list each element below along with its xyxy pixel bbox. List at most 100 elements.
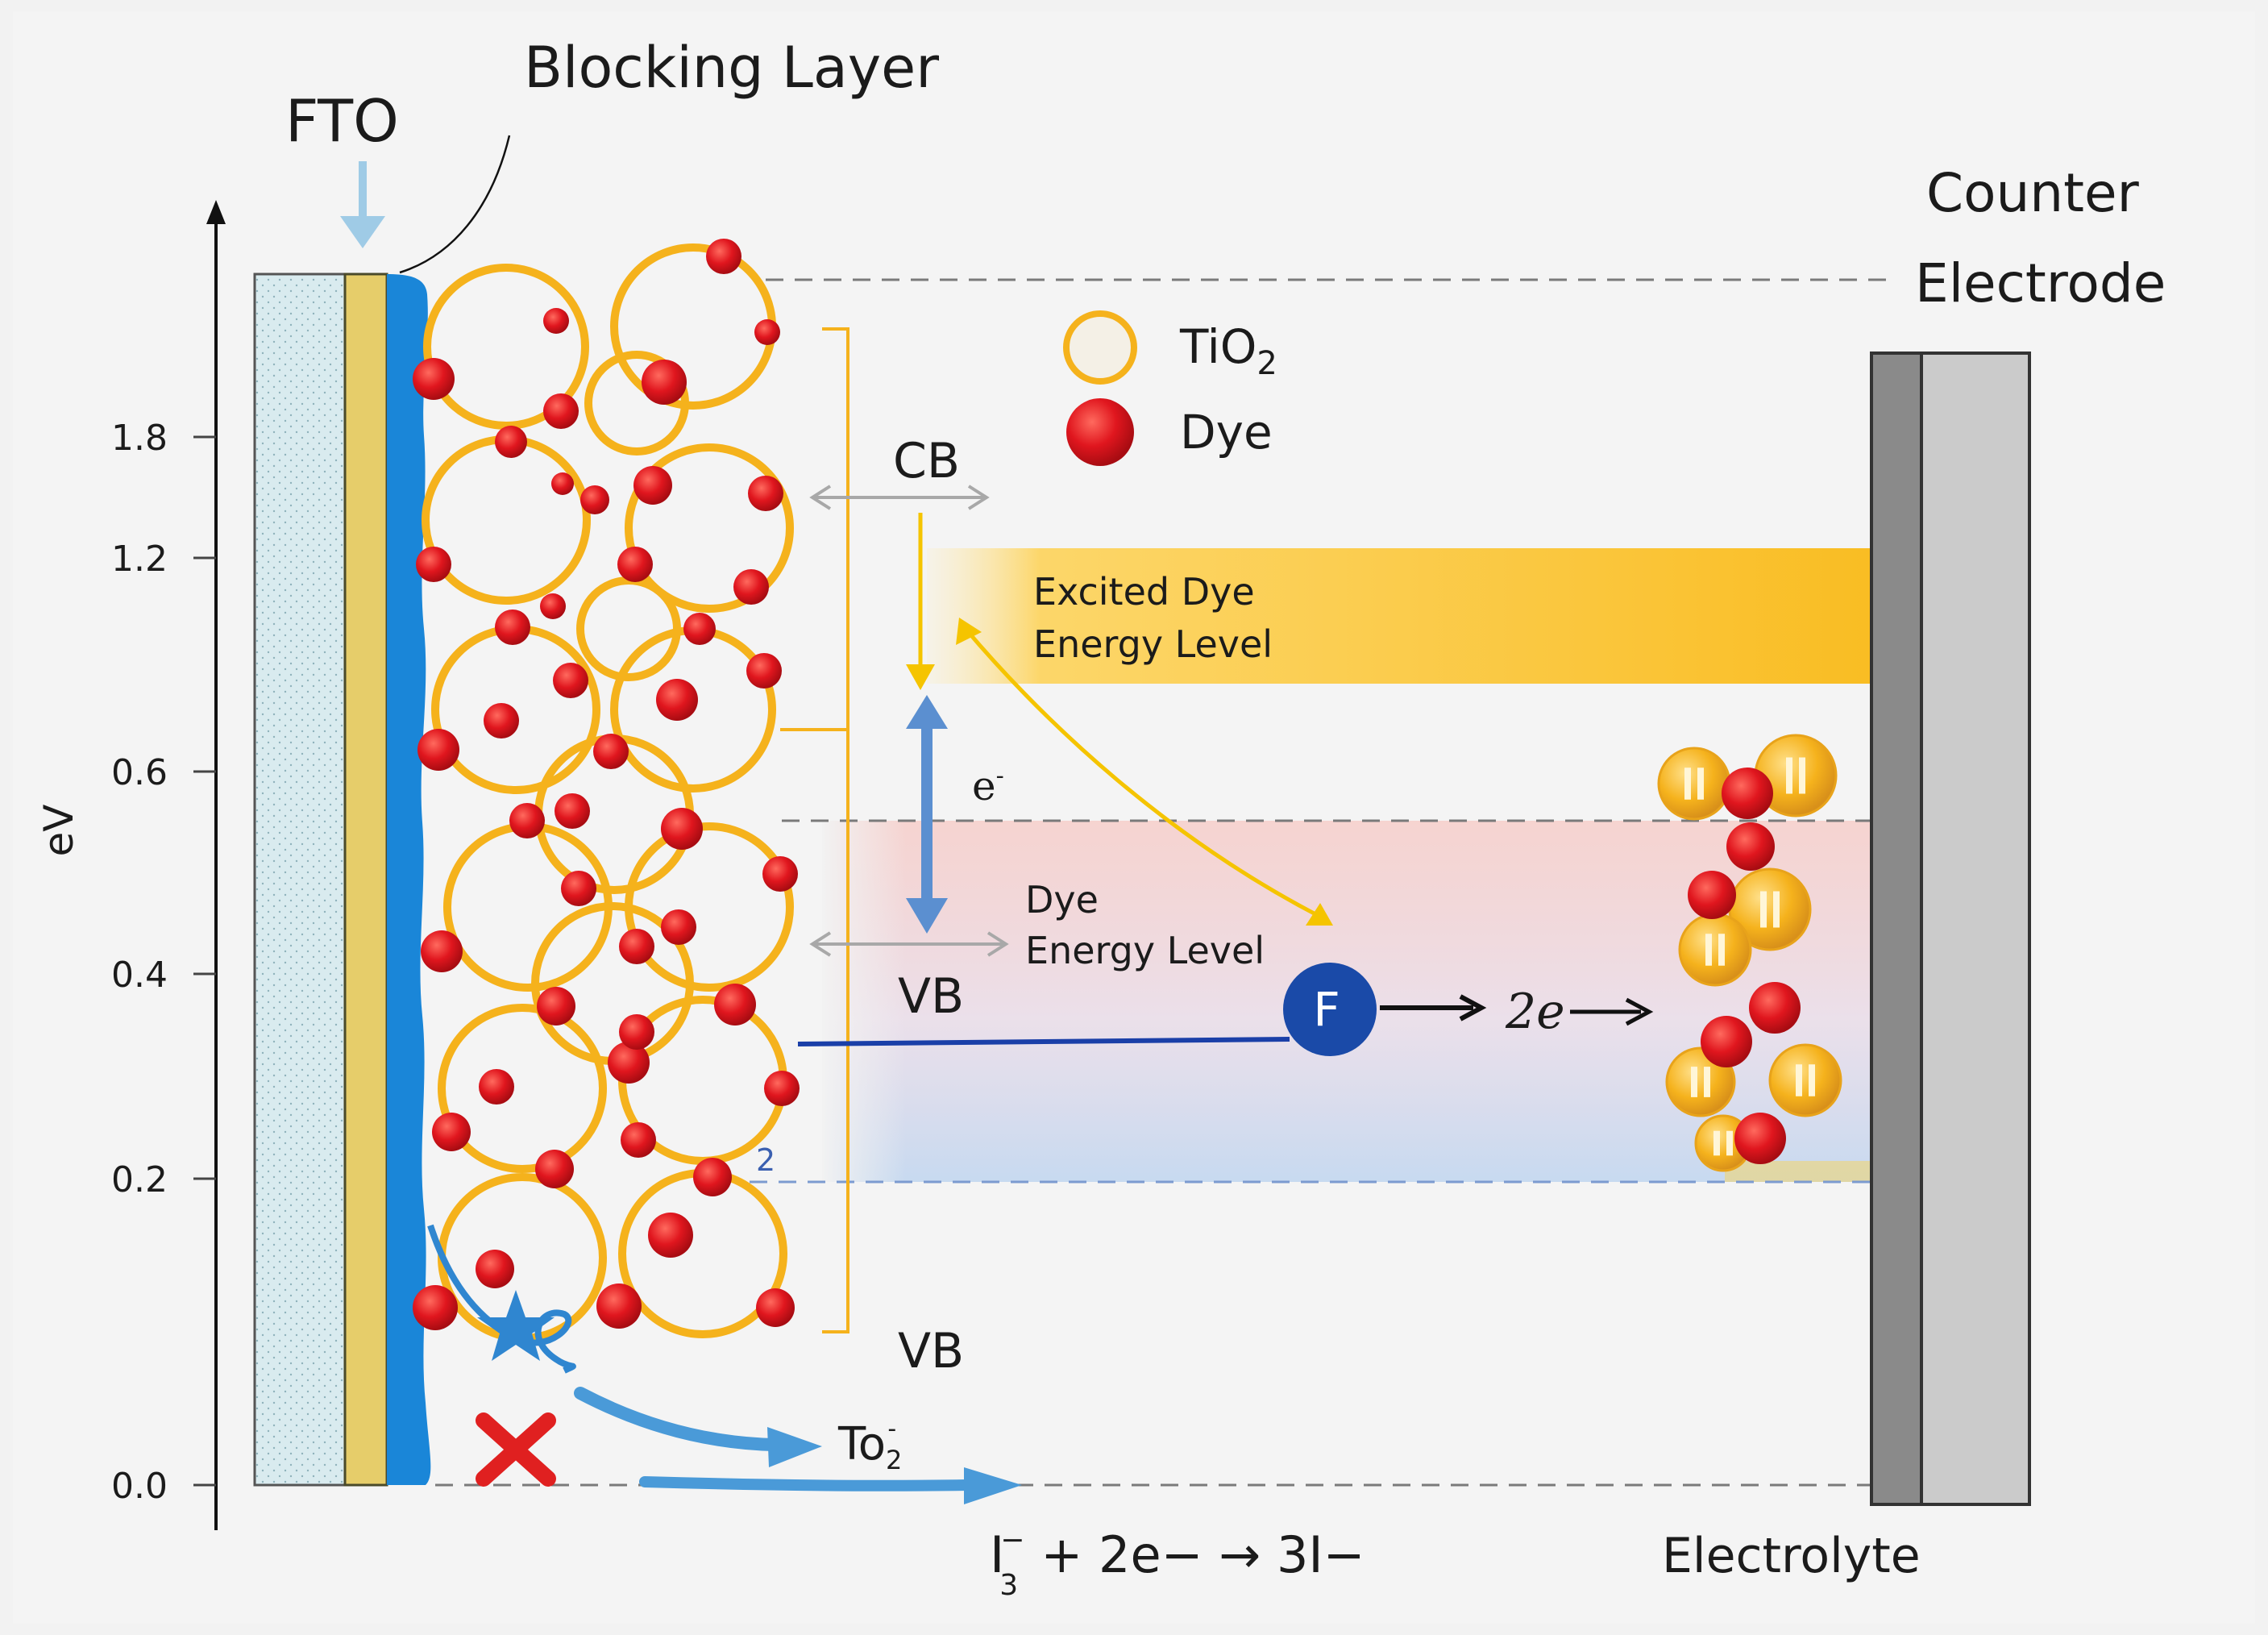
legend-dye-icon	[1066, 398, 1134, 466]
tick-label-0-6: 0.6	[111, 752, 168, 793]
dye-molecule	[484, 703, 519, 738]
counter-electrode-light	[1920, 352, 2031, 1506]
electrolyte-label: Electrolyte	[1662, 1528, 1921, 1584]
blocking-layer	[387, 274, 431, 1485]
dye-molecule	[413, 358, 455, 400]
dye-molecule	[619, 1014, 654, 1050]
dye-molecule	[762, 856, 798, 892]
glass-substrate	[253, 272, 347, 1487]
blocking-layer-label: Blocking Layer	[524, 35, 939, 101]
electrolyte-cluster	[1657, 734, 1842, 1172]
swirl-arrow	[427, 1224, 576, 1374]
electron-transfer-arrow	[906, 695, 948, 934]
fto-pointer-arrow	[340, 161, 385, 248]
tio2-particle	[584, 351, 689, 456]
excited-dye-band	[927, 548, 1870, 684]
dye-molecule	[748, 476, 783, 511]
f-circle	[1283, 963, 1377, 1056]
tio2-particle	[625, 443, 794, 613]
tio2-minus-label: To2-	[837, 1415, 902, 1475]
ev-axis: 1.8 1.2 0.6 0.4 0.2 0.0 eV	[35, 200, 226, 1530]
dye-molecule	[551, 472, 574, 495]
injection-star	[477, 1290, 555, 1361]
tick-label-0-2: 0.2	[111, 1159, 168, 1200]
legend-tio2-label: TiO2	[1179, 319, 1277, 382]
dye-molecule	[683, 613, 716, 645]
dye-molecule	[746, 653, 782, 689]
tio2-particle	[438, 1004, 607, 1173]
legend-dye-label: Dye	[1180, 405, 1273, 460]
legend-tio2-icon	[1063, 310, 1137, 385]
fto-layer	[343, 272, 388, 1487]
vb-upper-label: VB	[898, 968, 964, 1025]
iodide-particle	[1657, 747, 1731, 821]
photoanode-stack	[253, 272, 431, 1487]
dye-molecule	[1726, 822, 1775, 871]
dye-molecule	[535, 1150, 574, 1188]
dye-molecule	[596, 1283, 642, 1329]
blocked-recombination-cross	[476, 1412, 556, 1487]
vb-double-arrow	[809, 931, 1009, 957]
dye-molecule	[543, 393, 579, 429]
dye-molecule	[661, 909, 696, 945]
dye-molecule	[495, 609, 530, 645]
dye-energy-label-line1: Dye	[1025, 878, 1099, 922]
dye-molecule	[543, 308, 569, 334]
recombination-arrows	[427, 1224, 1022, 1504]
electron-path-line	[797, 1037, 1290, 1046]
dye-molecule	[733, 569, 769, 605]
iodide-particle	[1678, 913, 1752, 987]
band-glow	[1725, 1161, 1870, 1182]
counter-electrode	[1870, 352, 2031, 1506]
iodide-particle	[1768, 1043, 1842, 1117]
axis-label-ev: eV	[35, 805, 82, 857]
network-bracket	[780, 327, 849, 1333]
dye-molecule	[479, 1069, 514, 1105]
two-e-label: 2e	[1505, 984, 1565, 1040]
vb-lower-label: VB	[898, 1323, 964, 1379]
cb-label: CB	[893, 433, 960, 489]
dye-molecule	[621, 1122, 656, 1158]
f-species: F	[1283, 963, 1377, 1056]
counter-electrode-dark	[1870, 352, 1923, 1506]
excited-dye-label-line2: Energy Level	[1033, 622, 1273, 666]
dye-molecule	[714, 984, 756, 1026]
dye-molecule	[416, 547, 451, 582]
dye-molecule	[1749, 982, 1801, 1034]
recomb-arrow-lower	[639, 1476, 973, 1491]
counter-label: Counter	[1926, 162, 2140, 224]
dye-molecule	[648, 1213, 693, 1258]
tio2-particle-network	[413, 239, 800, 1342]
excitation-diagonal-arrow	[956, 618, 1333, 926]
blocking-layer-pointer	[399, 135, 511, 274]
dye-molecule	[619, 929, 654, 964]
tick-label-0-4: 0.4	[111, 955, 168, 996]
tio2-particle	[423, 264, 589, 430]
dye-molecule	[509, 803, 545, 838]
dye-molecule	[706, 239, 741, 274]
dye-molecule	[608, 1042, 650, 1084]
dye-molecule	[553, 663, 588, 698]
dye-molecule	[661, 808, 703, 850]
excited-dye-label-line1: Excited Dye	[1033, 570, 1255, 614]
dye-molecule	[642, 360, 687, 405]
dye-molecule	[537, 987, 575, 1026]
recomb-arrow-upper	[574, 1387, 780, 1451]
small-two-label: 2	[756, 1142, 775, 1178]
dye-molecule	[693, 1158, 732, 1196]
e-minus-label: e-	[972, 762, 1004, 809]
tick-label-1-8: 1.8	[111, 418, 168, 459]
tick-label-1-2: 1.2	[111, 539, 168, 580]
dye-energy-label-line2: Energy Level	[1025, 929, 1265, 972]
dye-molecule	[1688, 871, 1736, 919]
two-e-arrowhead	[1625, 997, 1654, 1026]
dye-molecule	[1722, 768, 1773, 819]
dye-molecule	[417, 729, 459, 771]
f-symbol: F	[1313, 982, 1340, 1037]
f-arrowhead	[1459, 994, 1487, 1021]
dye-molecule	[555, 793, 590, 829]
dye-molecule	[754, 319, 780, 345]
cb-yellow-arrow	[906, 513, 935, 690]
